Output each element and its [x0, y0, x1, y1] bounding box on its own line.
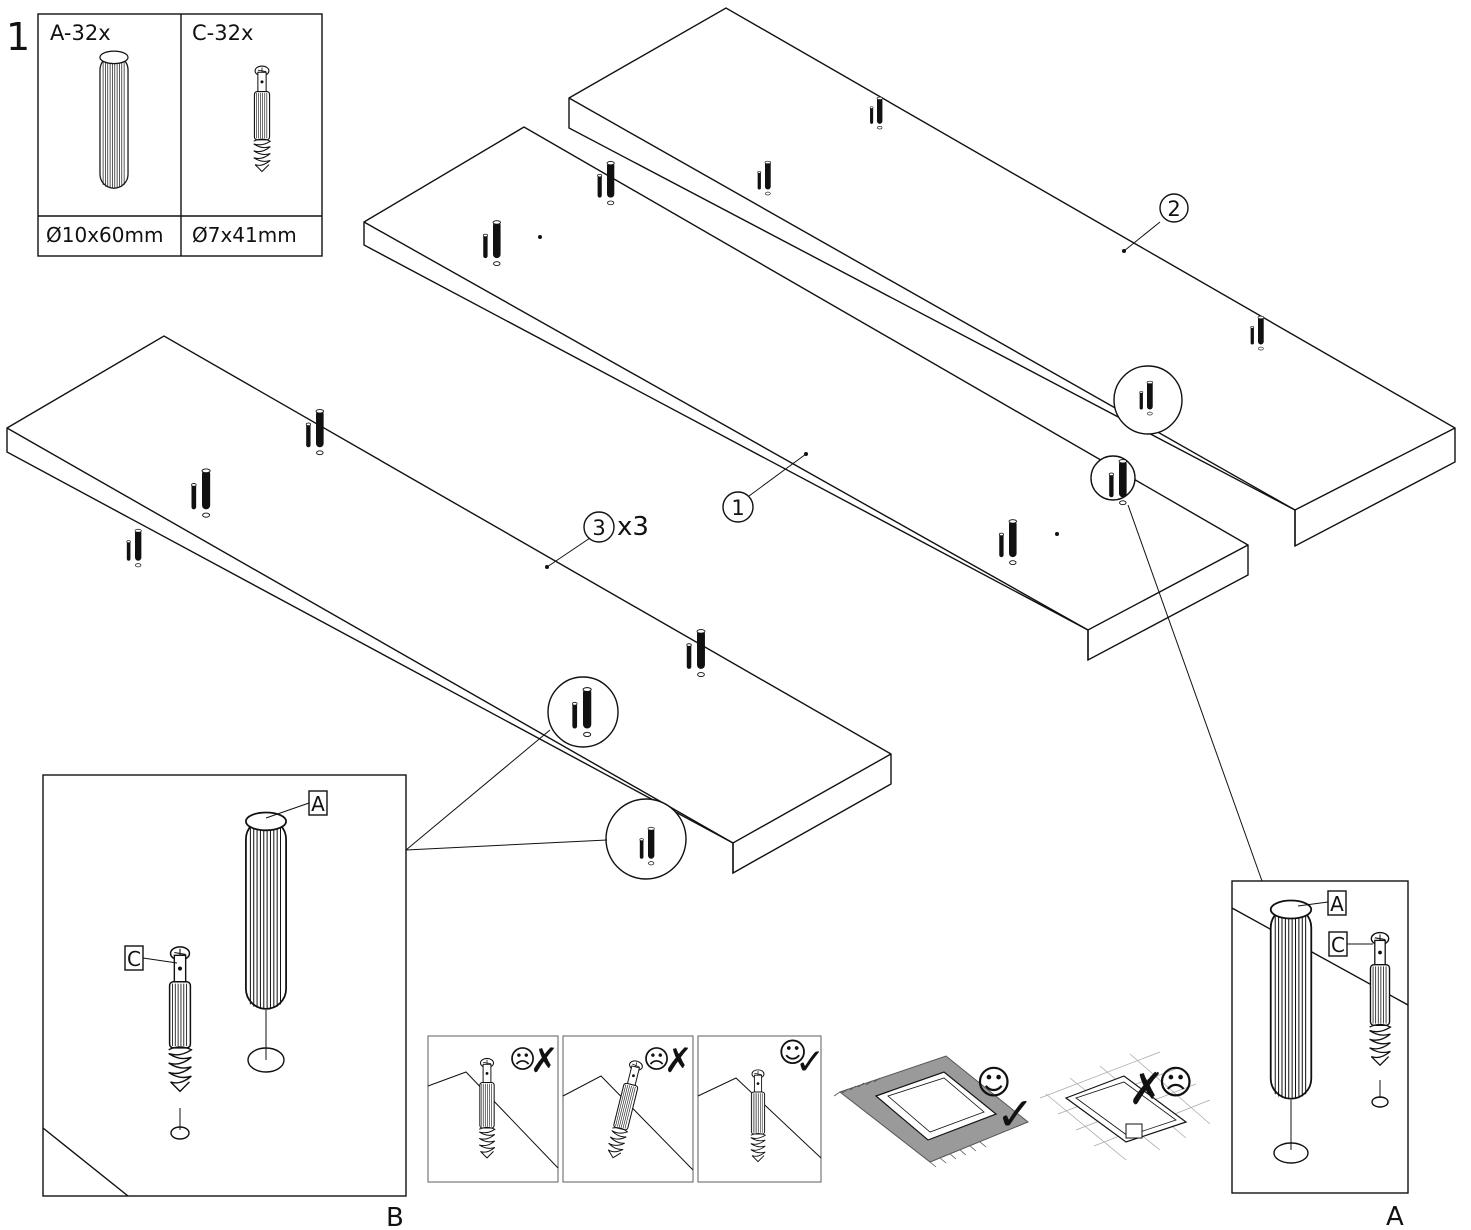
detail-a-tag-c: C	[1331, 933, 1345, 957]
happy-face-icon: ☺	[778, 1036, 807, 1069]
detail-a-caption: A	[1386, 1202, 1404, 1230]
detail-b-tag-c: C	[127, 947, 141, 971]
part-c-size: Ø7x41mm	[192, 223, 297, 247]
cam-bolt-icon	[253, 65, 271, 173]
check-icon: ✓	[996, 1087, 1035, 1141]
tip-bolt-tilted-wrong: ☹ ✗	[427, 1035, 559, 1183]
cross-icon: ✗	[1128, 1064, 1165, 1115]
panel-2-callout: 2	[1167, 197, 1180, 221]
panel-3-quantity: x3	[617, 512, 649, 542]
detail-a-tag-a: A	[1330, 892, 1344, 916]
happy-face-icon: ☺	[976, 1063, 1011, 1103]
check-icon: ✓	[795, 1042, 825, 1083]
part-a-size: Ø10x60mm	[46, 223, 163, 247]
parts-table: A-32x C-32x Ø10x60mm Ø7x41mm	[37, 13, 323, 257]
panel-1-callout: 1	[731, 496, 744, 520]
detail-circle	[605, 798, 687, 880]
detail-b-caption: B	[386, 1203, 404, 1230]
sad-face-icon: ☹	[1158, 1063, 1193, 1103]
sad-face-icon: ☹	[509, 1045, 536, 1075]
panel-3: 3 x3	[6, 335, 892, 880]
part-c-label: C-32x	[192, 21, 253, 45]
step-number: 1	[6, 15, 30, 59]
panel-3-callout: 3	[592, 516, 605, 540]
tip-use-rug: ☺ ✓	[833, 1055, 1035, 1168]
part-a-label: A-32x	[50, 21, 111, 45]
detail-leaders	[405, 504, 1263, 882]
detail-b-tag-a: A	[311, 792, 325, 816]
panel-2: 2	[568, 7, 1456, 548]
cross-icon: ✗	[530, 1041, 559, 1081]
sad-face-icon: ☹	[643, 1045, 670, 1075]
detail-a: A C A	[1231, 880, 1409, 1230]
cross-icon: ✗	[664, 1041, 693, 1081]
tip-avoid-hard-floor: ✗ ☹	[1039, 1051, 1211, 1161]
tip-bolt-too-deep-wrong: ☹ ✗	[562, 1035, 694, 1183]
dowel-icon	[99, 50, 129, 189]
tip-bolt-correct: ☺ ✓	[697, 1035, 825, 1183]
detail-b: A C B	[42, 774, 407, 1230]
